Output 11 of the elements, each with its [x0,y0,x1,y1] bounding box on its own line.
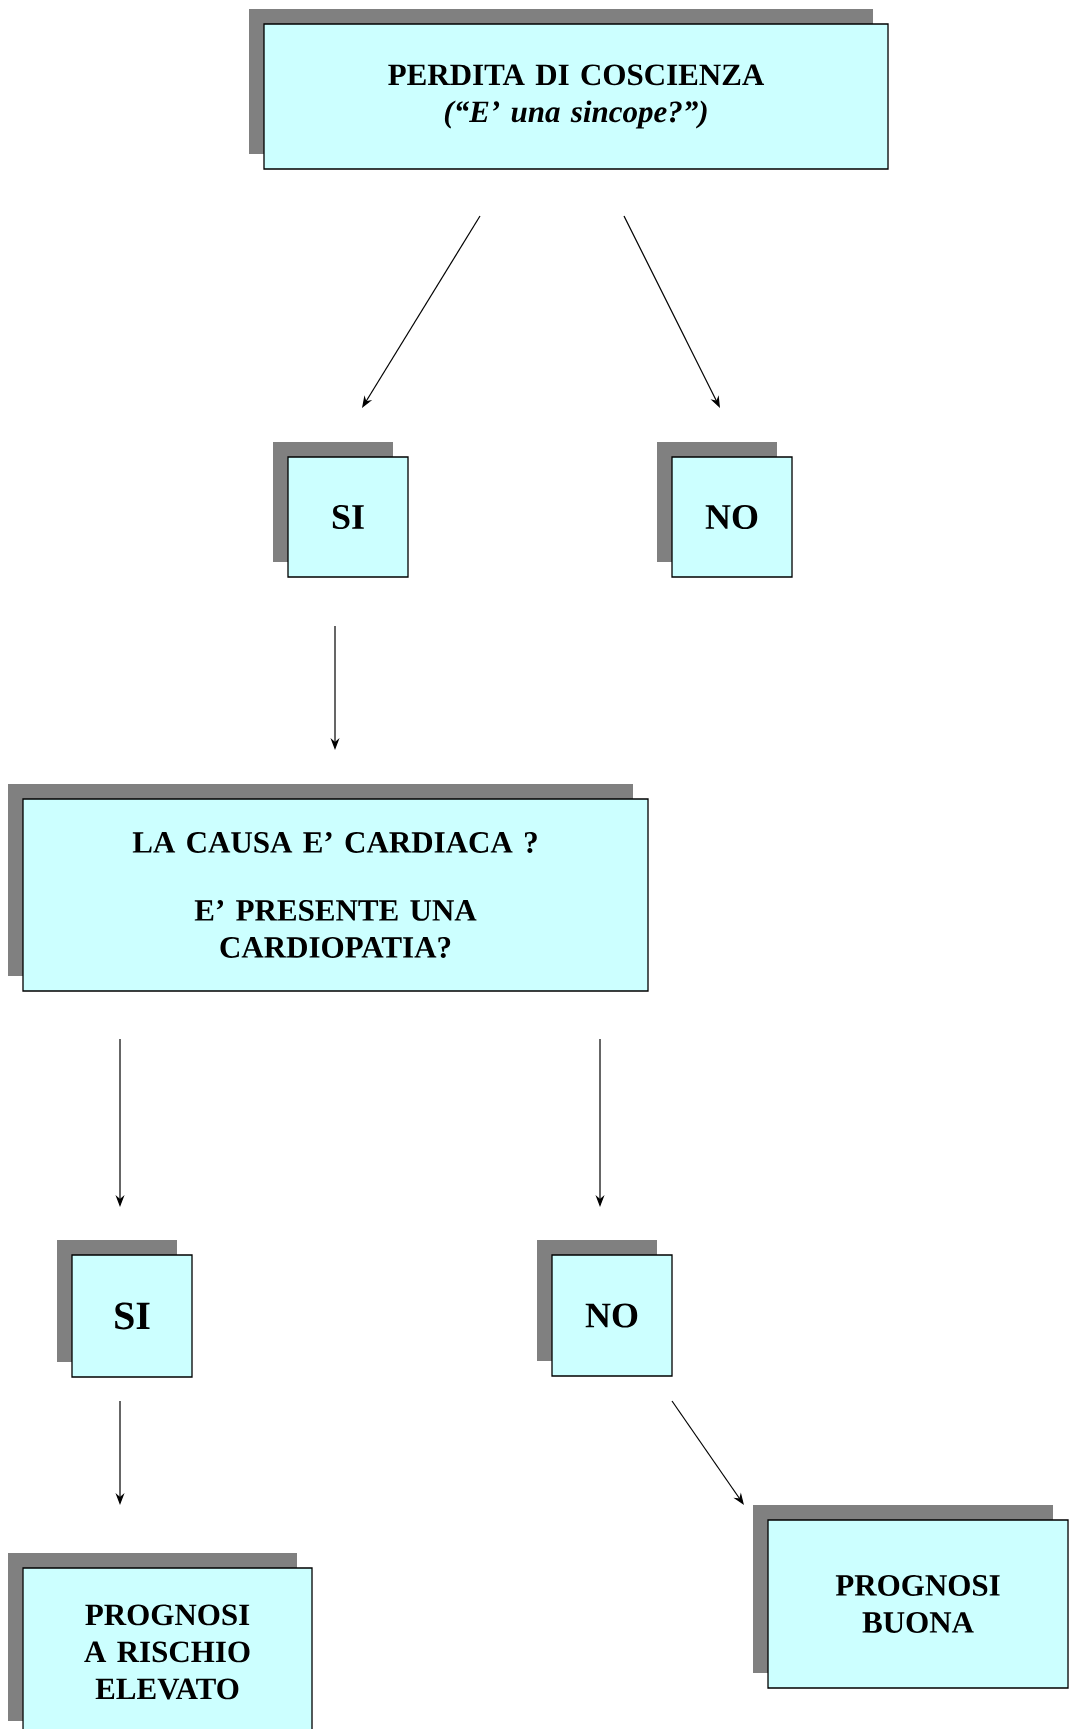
arrow [623,215,720,408]
question-box: NO [657,442,793,578]
question-box: PROGNOSI BUONA [753,1505,1069,1689]
question-box: NO [537,1240,673,1377]
question-box: LA CAUSA E’ CARDIACA ? E’ PRESENTE UNA CARDIOPATIA? [8,784,649,992]
question-box: PROGNOSI A RISCHIO ELEVATO [8,1553,313,1729]
arrow [671,1400,744,1505]
arrow [362,215,481,408]
question-box: PERDITA DI COSCIENZA (“E’ una sincope?”) [249,9,889,170]
question-box: SI [273,442,409,578]
question-box: SI [57,1240,193,1378]
